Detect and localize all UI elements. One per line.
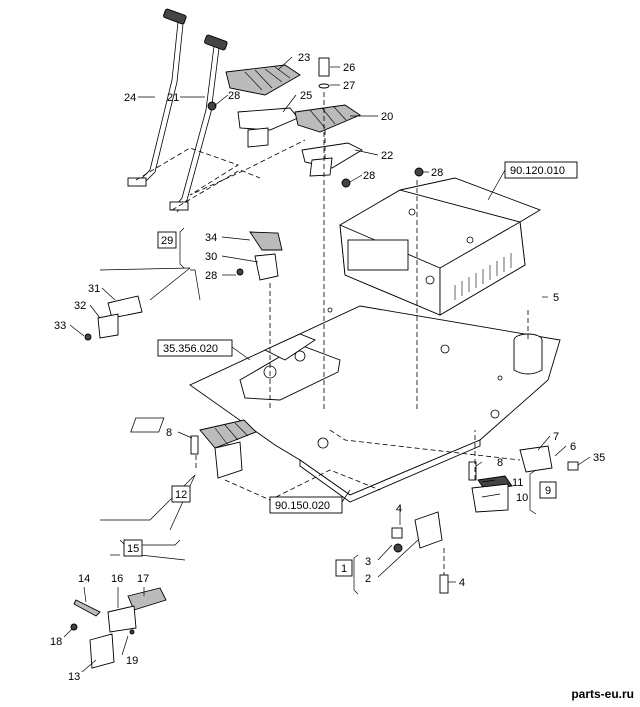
callout-28: 28	[205, 270, 217, 282]
callout-25: 25	[300, 90, 312, 102]
callout-4: 4	[459, 577, 465, 589]
boxed-callouts: 29 12 15 9 1	[123, 231, 557, 577]
callout-17: 17	[137, 573, 149, 585]
callout-33: 33	[54, 320, 66, 332]
callout-10: 10	[516, 492, 528, 504]
callout-27: 27	[343, 80, 355, 92]
callout-30: 30	[205, 251, 217, 263]
pedal-assembly-right	[468, 445, 579, 513]
foot-pedals-top	[207, 57, 424, 188]
callout-24: 24	[124, 92, 136, 104]
callout-32: 32	[74, 300, 86, 312]
ref-90-150-020[interactable]: 90.150.020	[275, 500, 330, 512]
ref-35-356-020[interactable]: 35.356.020	[163, 343, 218, 355]
lower-bracket	[391, 511, 449, 594]
callout-2: 2	[365, 573, 371, 585]
box-callout-1: 1	[341, 563, 347, 575]
leader-lines	[63, 56, 591, 673]
callout-11: 11	[512, 477, 523, 489]
left-brackets	[84, 231, 283, 341]
callout-21: 21	[167, 92, 179, 104]
watermark-text: parts-eu.ru	[571, 687, 634, 701]
callout-8: 8	[166, 427, 172, 439]
callout-20: 20	[381, 111, 393, 123]
box-callout-15: 15	[127, 543, 139, 555]
callout-3: 3	[365, 556, 371, 568]
callout-8: 8	[497, 457, 503, 469]
callout-28: 28	[431, 167, 443, 179]
box-callout-9: 9	[545, 485, 551, 497]
connection-lines	[135, 92, 529, 575]
bottom-pedal-assembly	[70, 587, 167, 669]
callout-6: 6	[570, 441, 576, 453]
seat-console-box	[339, 177, 542, 316]
floor-plate	[130, 305, 561, 503]
reference-boxes: 90.120.010 35.356.020 90.150.020	[157, 161, 578, 514]
callout-28: 28	[363, 170, 375, 182]
callout-7: 7	[553, 431, 559, 443]
callout-19: 19	[126, 655, 138, 667]
callout-4: 4	[396, 503, 402, 515]
box-callout-29: 29	[161, 235, 173, 247]
callout-28: 28	[228, 90, 240, 102]
callout-26: 26	[343, 62, 355, 74]
callout-23: 23	[298, 52, 310, 64]
box-callout-12: 12	[175, 489, 187, 501]
ref-90-120-010[interactable]: 90.120.010	[510, 165, 565, 177]
callout-35: 35	[593, 452, 605, 464]
callout-22: 22	[381, 150, 393, 162]
callout-14: 14	[78, 573, 90, 585]
callout-31: 31	[88, 283, 100, 295]
callout-5: 5	[553, 292, 559, 304]
callout-13: 13	[68, 671, 80, 683]
callout-34: 34	[205, 232, 217, 244]
callout-18: 18	[50, 636, 62, 648]
callout-16: 16	[111, 573, 123, 585]
callout-labels: 24 21 28 23 25 26 27 20 22 28 28 5 34 30…	[50, 52, 605, 683]
pedal-assembly-mid	[190, 419, 257, 479]
